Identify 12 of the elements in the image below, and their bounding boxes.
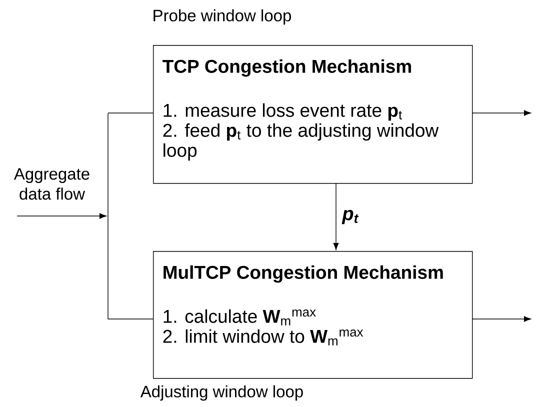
process-box: TCP Congestion Mechanism 1. measure loss event rate p$_{t}$ 2. feed p$_{t}$ to the adjusting window loop [153, 45, 473, 184]
flow-arrow [16, 213, 106, 219]
process-box: MulTCP Congestion Mechanism 1. calculate W$_{m}$max 2. limit window to W$_{m}$max [153, 251, 473, 379]
arrow [333, 182, 339, 250]
output-arrow [472, 110, 531, 116]
loop-caption: Probe window loop [154, 9, 291, 25]
input-label: Aggregate data flow [14, 168, 90, 200]
output-arrow [472, 316, 531, 322]
branch-line [108, 112, 154, 114]
edge-label: p$_{t}$ [342, 210, 359, 224]
branch-line [108, 318, 154, 320]
loop-caption: Adjusting window loop [140, 385, 303, 401]
